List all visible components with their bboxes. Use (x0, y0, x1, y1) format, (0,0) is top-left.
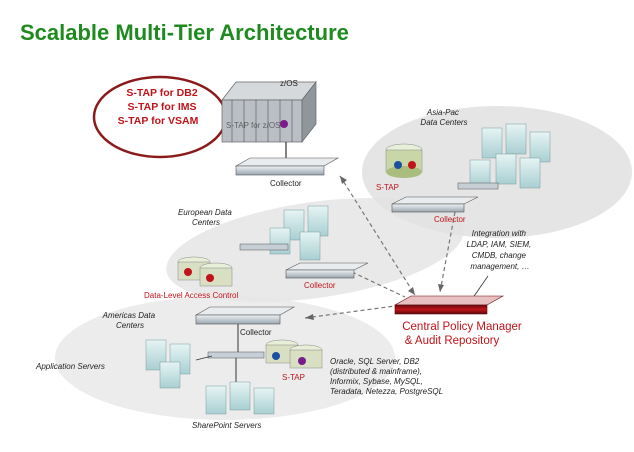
zos-label: z/OS (280, 79, 298, 88)
central-line-2: & Audit Repository (405, 335, 500, 347)
asia-collector-label: Collector (434, 215, 466, 224)
europe-region-label: European Data Centers (178, 208, 234, 227)
page-title: Scalable Multi-Tier Architecture (20, 20, 349, 45)
zos-collector-label: Collector (270, 179, 302, 188)
asia-region-label: Asia-Pac Data Centers (420, 108, 467, 127)
app-link (195, 355, 213, 361)
americas-switch (207, 351, 265, 359)
central-appliance (393, 295, 505, 315)
stap-callout-line-1: S-TAP for DB2 (126, 87, 198, 99)
stap-callout-line-2: S-TAP for IMS (127, 101, 196, 113)
sharepoint-label: SharePoint Servers (192, 421, 261, 430)
central-line-1: Central Policy Manager (402, 321, 522, 333)
app-server-cluster (145, 339, 191, 389)
zos-collector-appliance (234, 157, 340, 176)
europe-switch (239, 243, 289, 251)
asia-server-cluster (469, 123, 551, 189)
asia-collector-appliance (391, 196, 479, 213)
americas-collector-label: Collector (240, 328, 272, 337)
access-control-label: Data-Level Access Control (144, 291, 238, 300)
db-list: Oracle, SQL Server, DB2 (distributed & m… (330, 357, 443, 396)
stap-callout-line-3: S-TAP for VSAM (118, 115, 199, 127)
asia-db-cluster (385, 143, 423, 178)
dashed-connections (304, 175, 456, 319)
europe-db-cluster (177, 256, 233, 287)
europe-collector-label: Collector (304, 281, 336, 290)
app-servers-label: Application Servers (35, 362, 105, 371)
asia-stap-label: S-TAP (376, 183, 399, 192)
arrowheads (305, 176, 444, 320)
asia-switch (457, 182, 499, 190)
americas-stap-label: S-TAP (282, 373, 305, 382)
americas-collector-appliance (194, 306, 296, 325)
sharepoint-server-cluster (205, 358, 275, 415)
zos-mainframe (221, 80, 317, 144)
integration-note: Integration with LDAP, IAM, SIEM, CMDB, … (467, 229, 534, 271)
zos-faded-label: S-TAP for z/OS (226, 121, 280, 130)
europe-collector-appliance (285, 262, 369, 279)
americas-region-label: Americas Data Centers (102, 311, 158, 330)
americas-db-cluster (265, 339, 323, 369)
